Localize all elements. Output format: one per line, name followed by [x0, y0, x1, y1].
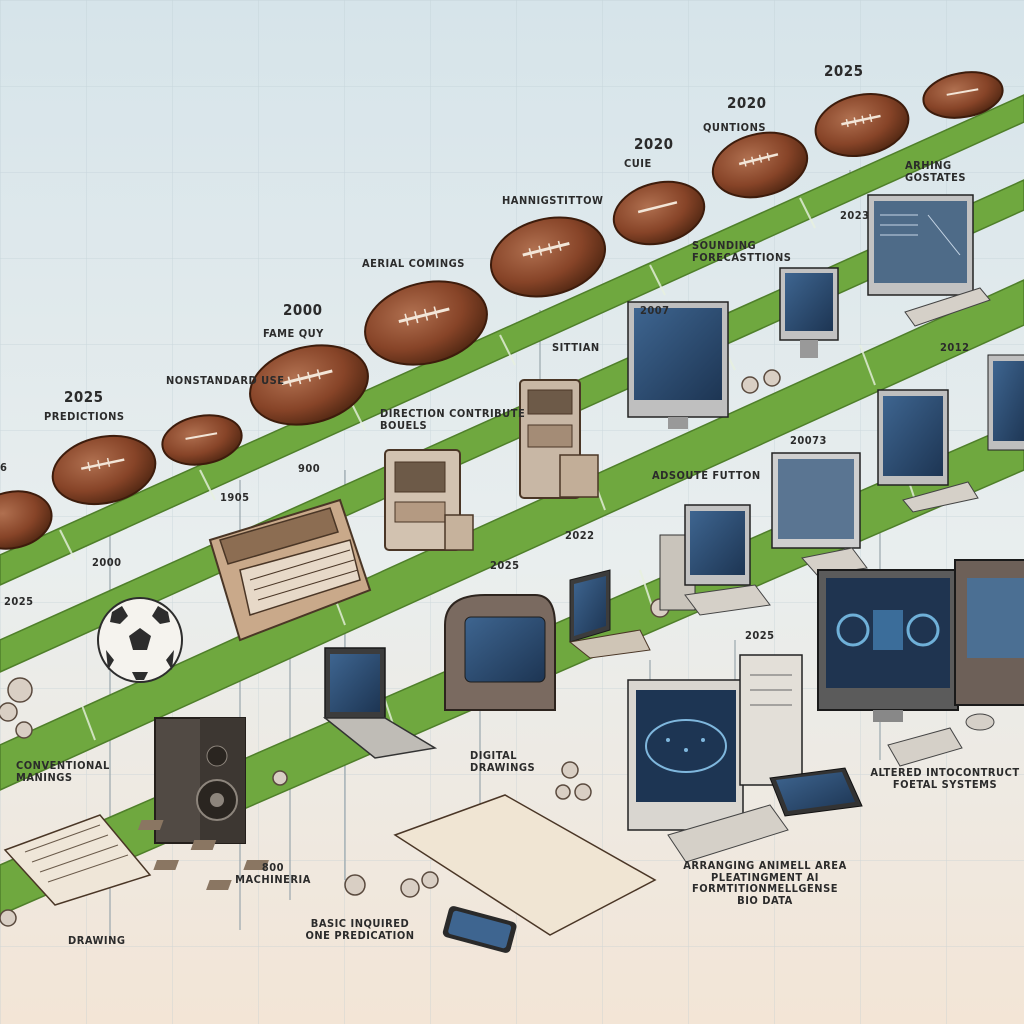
caption-label: ALTERED INTOCONTRUCT FOETAL SYSTEMS — [870, 766, 1020, 791]
football-icon — [161, 414, 243, 466]
monitor-icon — [771, 452, 868, 576]
printed-chart-sheet-icon — [137, 794, 657, 936]
keyboard-icon — [667, 804, 789, 863]
year-label: 2000 — [283, 301, 323, 319]
soccer-ball-icon — [97, 597, 183, 683]
caption-label: CUIE — [624, 157, 652, 170]
pc-tower-icon — [954, 559, 1024, 706]
monitor-icon — [779, 267, 839, 358]
tablet-icon — [568, 569, 651, 659]
year-label: 2000 — [92, 556, 122, 569]
caption-label: DIGITAL DRAWINGS — [470, 749, 536, 774]
caption-label: HANNIGSTITTOW — [502, 194, 604, 207]
turf-strip-3 — [0, 279, 1024, 791]
newspaper-icon — [3, 814, 152, 906]
monitor-icon — [987, 354, 1024, 451]
speaker-icon — [154, 717, 246, 844]
football-icon — [364, 280, 488, 366]
caption-label: DRAWING — [68, 934, 126, 947]
smartphone-icon — [442, 906, 517, 953]
football-icon — [711, 131, 809, 199]
football-icon — [612, 180, 706, 246]
year-label: 2020 — [634, 135, 674, 153]
year-label: 2012 — [940, 341, 970, 354]
retro-terminal-icon — [208, 498, 372, 642]
year-label: 2007 — [640, 304, 670, 317]
year-label: 900 — [298, 462, 321, 475]
football-icon — [489, 216, 607, 298]
caption-label: ARHING GOSTATES — [905, 159, 967, 184]
year-label: 2022 — [565, 529, 595, 542]
vintage-computer-icon — [519, 379, 599, 499]
caption-label: ADSOUTE FUTTON — [652, 469, 761, 482]
football-icon — [249, 344, 369, 426]
caption-label: CONVENTIONAL MANINGS — [16, 759, 110, 784]
year-label: 6 — [0, 461, 8, 474]
caption-label: AERIAL COMINGS — [362, 257, 465, 270]
caption-label: NONSTANDARD USE — [166, 374, 285, 387]
pebbles — [0, 369, 781, 927]
caption-label: SITTIAN — [552, 341, 600, 354]
year-label: 2025 — [824, 62, 864, 80]
monitor-icon — [867, 194, 974, 296]
football-icon — [0, 490, 53, 550]
pc-tower-icon — [739, 654, 803, 786]
caption-label: FAME QUY — [263, 327, 324, 340]
desktop-computer-icon — [659, 504, 771, 616]
modern-monitor-icon — [817, 569, 959, 722]
footballs — [0, 71, 1004, 550]
year-label: 2023 — [840, 209, 870, 222]
vintage-computer-icon — [384, 449, 474, 551]
year-label: 2025 — [490, 559, 520, 572]
football-icon — [814, 93, 910, 157]
football-icon — [922, 71, 1004, 119]
year-label: 2025 — [745, 629, 775, 642]
football-icon — [51, 434, 157, 506]
year-label: 2020 — [727, 94, 767, 112]
crt-monitor-icon — [444, 594, 556, 711]
caption-label: QUNTIONS — [703, 121, 766, 134]
caption-label: BASIC INQUIRED ONE PREDICATION — [305, 917, 415, 942]
keyboard-icon — [887, 713, 995, 767]
caption-label: PREDICTIONS — [44, 410, 125, 423]
turf-strip-1 — [0, 94, 1024, 586]
year-label: 2025 — [64, 388, 104, 406]
caption-label: ARRANGING ANIMELL AREA PLEATINGMENT AI F… — [683, 859, 847, 907]
laptop-icon — [322, 647, 438, 759]
keyboard-icon — [904, 287, 991, 327]
tablet-icon — [769, 767, 863, 817]
year-label: 1905 — [220, 491, 250, 504]
year-label: 20073 — [790, 434, 827, 447]
caption-label: 800 MACHINERIA — [235, 861, 311, 886]
year-label: 2025 — [4, 595, 34, 608]
caption-label: DIRECTION CONTRIBUTE BOUELS — [380, 407, 526, 432]
imac-monitor-icon — [627, 679, 744, 831]
monitor-icon — [627, 301, 729, 429]
caption-label: SOUNDING FORECASTTIONS — [692, 239, 792, 264]
monitor-icon — [877, 389, 979, 513]
